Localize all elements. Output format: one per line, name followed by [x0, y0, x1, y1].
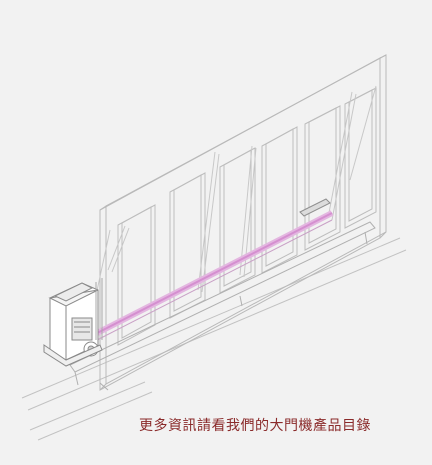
limit-switch-block — [299, 198, 331, 217]
gate-panels — [117, 87, 377, 346]
ground-track — [21, 237, 407, 441]
gate-bottom-rail — [69, 221, 376, 391]
gate-motor — [43, 282, 103, 367]
support-posts — [95, 278, 103, 340]
product-catalog-link[interactable]: 更多資訊請看我們的大門機產品目錄 — [139, 418, 371, 434]
gate-braces — [94, 85, 377, 301]
gear-rack — [56, 210, 334, 361]
